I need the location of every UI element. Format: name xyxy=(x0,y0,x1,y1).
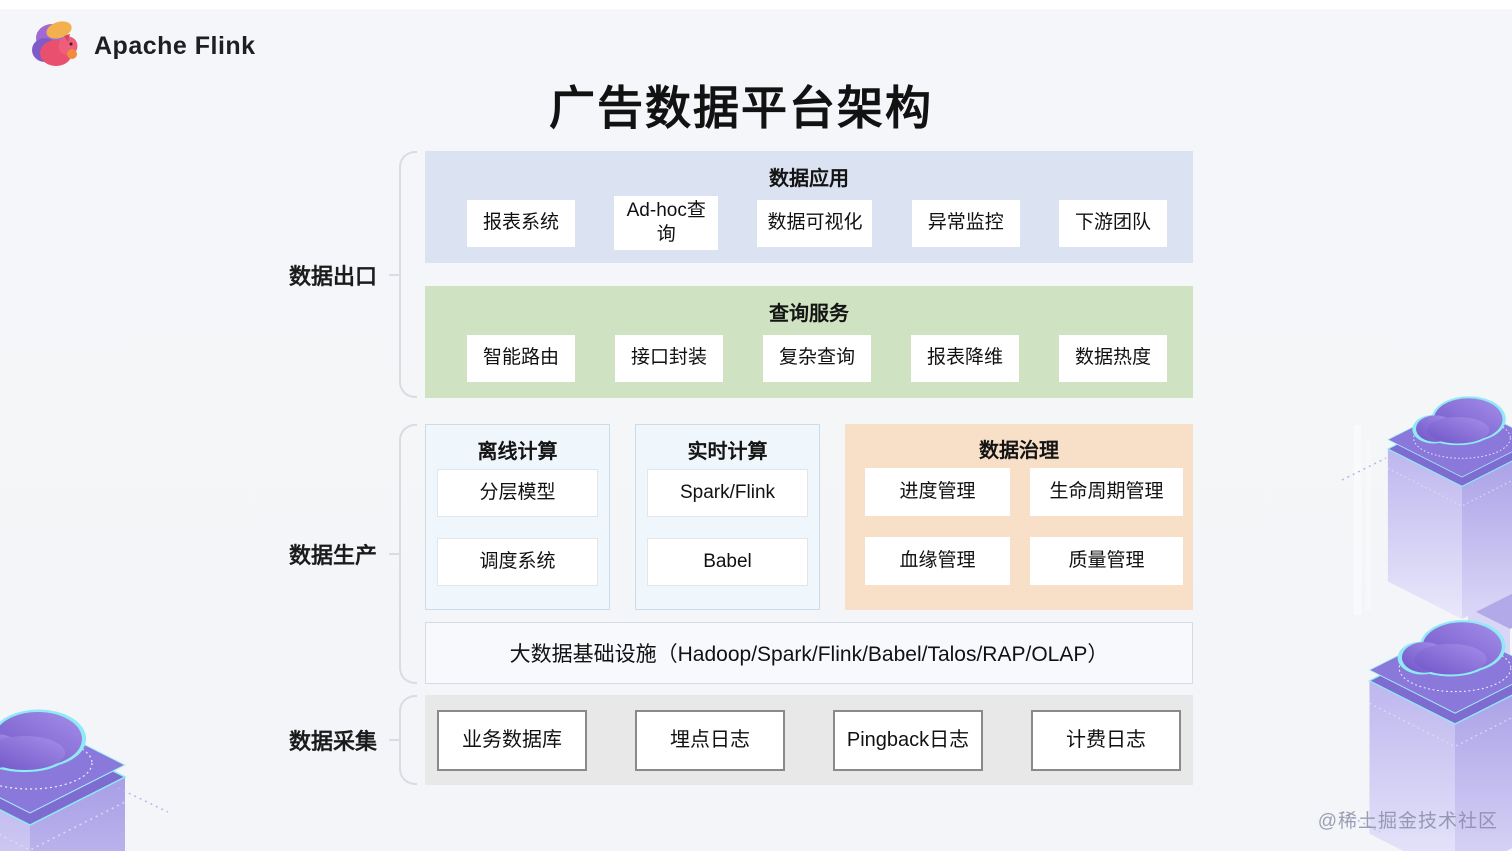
node-complex-query: 复杂查询 xyxy=(763,334,871,382)
brand-name: Apache Flink xyxy=(94,31,256,60)
section-big-data-infrastructure: 大数据基础设施（Hadoop/Spark/Flink/Babel/Talos/R… xyxy=(425,622,1193,684)
section-title-offline-compute: 离线计算 xyxy=(477,441,558,463)
section-offline-compute: 离线计算 分层模型 调度系统 xyxy=(425,424,610,610)
section-data-collection: 业务数据库 埋点日志 Pingback日志 计费日志 xyxy=(425,695,1193,785)
node-billing-log: 计费日志 xyxy=(1031,710,1181,771)
section-realtime-compute: 实时计算 Spark/Flink Babel xyxy=(635,424,820,610)
node-tracking-log: 埋点日志 xyxy=(635,710,785,771)
node-lineage-management: 血缘管理 xyxy=(865,537,1010,585)
brand-header: Apache Flink xyxy=(28,20,256,72)
bracket-data-production xyxy=(389,424,417,684)
section-title-data-governance: 数据治理 xyxy=(979,440,1059,462)
node-anomaly-monitoring: 异常监控 xyxy=(911,199,1020,247)
node-smart-routing: 智能路由 xyxy=(467,334,575,382)
node-report-dimension-reduction: 报表降维 xyxy=(911,334,1019,382)
watermark: @稀土掘金技术社区 xyxy=(1317,811,1498,832)
section-row: 报表系统 Ad-hoc查询 数据可视化 异常监控 下游团队 xyxy=(467,195,1167,251)
infrastructure-label: 大数据基础设施（Hadoop/Spark/Flink/Babel/Talos/R… xyxy=(509,643,1109,666)
node-spark-flink: Spark/Flink xyxy=(647,469,808,517)
node-quality-management: 质量管理 xyxy=(1030,537,1183,585)
node-data-hotness: 数据热度 xyxy=(1059,334,1167,382)
section-title-query-service: 查询服务 xyxy=(769,303,849,325)
node-scheduling-system: 调度系统 xyxy=(437,538,598,586)
node-downstream-teams: 下游团队 xyxy=(1058,199,1167,247)
node-business-database: 业务数据库 xyxy=(437,710,587,771)
bracket-data-collection xyxy=(389,695,417,785)
node-babel: Babel xyxy=(647,538,808,586)
flink-squirrel-icon xyxy=(32,21,78,66)
section-title-realtime-compute: 实时计算 xyxy=(687,441,768,463)
section-query-service: 查询服务 智能路由 接口封装 复杂查询 报表降维 数据热度 xyxy=(425,286,1193,398)
side-label-data-export: 数据出口 xyxy=(288,264,377,289)
node-pingback-log: Pingback日志 xyxy=(833,710,983,771)
section-data-application: 数据应用 报表系统 Ad-hoc查询 数据可视化 异常监控 下游团队 xyxy=(425,151,1193,263)
node-data-visualization: 数据可视化 xyxy=(757,199,873,247)
cloud-tower-decoration-right xyxy=(1341,395,1512,851)
side-label-data-production: 数据生产 xyxy=(288,543,377,568)
node-lifecycle-management: 生命周期管理 xyxy=(1030,468,1183,516)
side-label-data-collection: 数据采集 xyxy=(288,729,377,754)
node-layered-model: 分层模型 xyxy=(437,469,598,517)
node-api-encapsulation: 接口封装 xyxy=(615,334,723,382)
node-adhoc-query: Ad-hoc查询 xyxy=(614,196,719,250)
bracket-data-export xyxy=(389,151,417,398)
node-report-system: 报表系统 xyxy=(467,199,575,247)
section-title-data-application: 数据应用 xyxy=(769,168,849,190)
cloud-tower-decoration-left xyxy=(0,708,169,851)
node-progress-management: 进度管理 xyxy=(865,468,1010,516)
section-row: 智能路由 接口封装 复杂查询 报表降维 数据热度 xyxy=(467,330,1167,386)
section-data-governance: 数据治理 进度管理 生命周期管理 血缘管理 质量管理 xyxy=(845,424,1193,610)
page-title: 广告数据平台架构 xyxy=(549,82,933,134)
